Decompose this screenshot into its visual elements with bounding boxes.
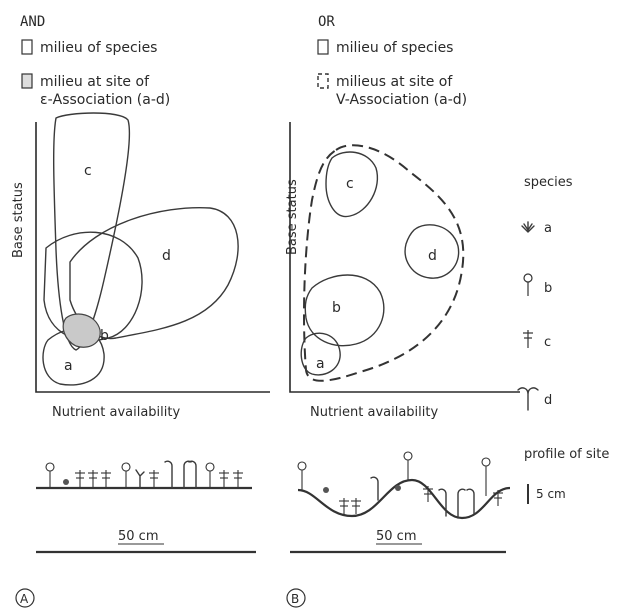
- panel-b-label-d: d: [428, 248, 437, 264]
- panel-b: OR milieu of species milieus at site of …: [285, 14, 520, 608]
- species-legend-c: c: [544, 335, 551, 350]
- species-b-icon: [523, 273, 533, 296]
- panel-a-profile-plants: [45, 460, 243, 489]
- panel-a-y-label: Base status: [11, 182, 26, 258]
- species-legend-a: a: [544, 221, 552, 236]
- panel-b-label-c: c: [346, 176, 354, 192]
- milieu-c-region: [325, 151, 378, 218]
- panel-a-mode: AND: [20, 14, 45, 30]
- panel-a-x-label: Nutrient availability: [52, 405, 180, 420]
- milieu-a-region: [300, 332, 341, 376]
- species-legend: species a b c d profile of site 5 cm: [517, 175, 609, 504]
- panel-a: AND milieu of species milieu at site of …: [11, 14, 270, 608]
- panel-b-mode: OR: [318, 14, 335, 30]
- panel-a-label-c: c: [84, 163, 92, 179]
- panel-b-y-label: Base status: [285, 179, 300, 255]
- panel-a-axes: [35, 122, 270, 393]
- panel-b-profile-plants: [297, 451, 503, 519]
- panel-b-label-a: a: [316, 356, 325, 372]
- species-c-icon: [523, 330, 533, 348]
- species-d-icon: [517, 387, 539, 411]
- panel-a-label-a: a: [64, 358, 73, 374]
- panel-a-label-b: b: [100, 328, 109, 344]
- milieu-b-region: [43, 231, 143, 342]
- panel-b-ground-line: [297, 478, 511, 520]
- panel-b-legend-site-line1: milieus at site of: [336, 74, 453, 90]
- milieu-d-region: [69, 206, 239, 340]
- profile-title: profile of site: [524, 447, 609, 462]
- species-legend-d: d: [544, 393, 552, 408]
- site-milieus-region: [303, 144, 465, 382]
- panel-b-x-label: Nutrient availability: [310, 405, 438, 420]
- species-legend-title: species: [524, 175, 573, 190]
- profile-scale-label: 5 cm: [536, 487, 566, 501]
- panel-b-axes: [289, 122, 520, 393]
- legend-sites-swatch: [317, 73, 329, 89]
- legend-site-swatch: [21, 73, 33, 89]
- site-milieu-overlap: [62, 313, 101, 348]
- panel-a-legend-site-line1: milieu at site of: [40, 74, 150, 90]
- panel-b-label-circle: [286, 588, 306, 608]
- panel-b-legend-species: milieu of species: [336, 40, 453, 56]
- legend-species-swatch: [21, 39, 33, 55]
- species-a-icon: [521, 221, 535, 233]
- species-legend-b: b: [544, 281, 552, 296]
- panel-a-label-circle: [15, 588, 35, 608]
- panel-b-label: B: [291, 592, 299, 606]
- milieu-d-region: [404, 224, 460, 279]
- panel-a-label: A: [20, 592, 29, 606]
- panel-b-legend-site-line2: V-Association (a-d): [336, 92, 467, 108]
- panel-b-label-b: b: [332, 300, 341, 316]
- panel-b-scale-label: 50 cm: [376, 529, 417, 544]
- milieu-b-region: [304, 274, 385, 347]
- legend-species-swatch: [317, 39, 329, 55]
- panel-a-legend-species: milieu of species: [40, 40, 157, 56]
- panel-a-scale-label: 50 cm: [118, 529, 159, 544]
- panel-a-legend-site-line2: ε-Association (a-d): [40, 92, 170, 108]
- panel-a-label-d: d: [162, 248, 171, 264]
